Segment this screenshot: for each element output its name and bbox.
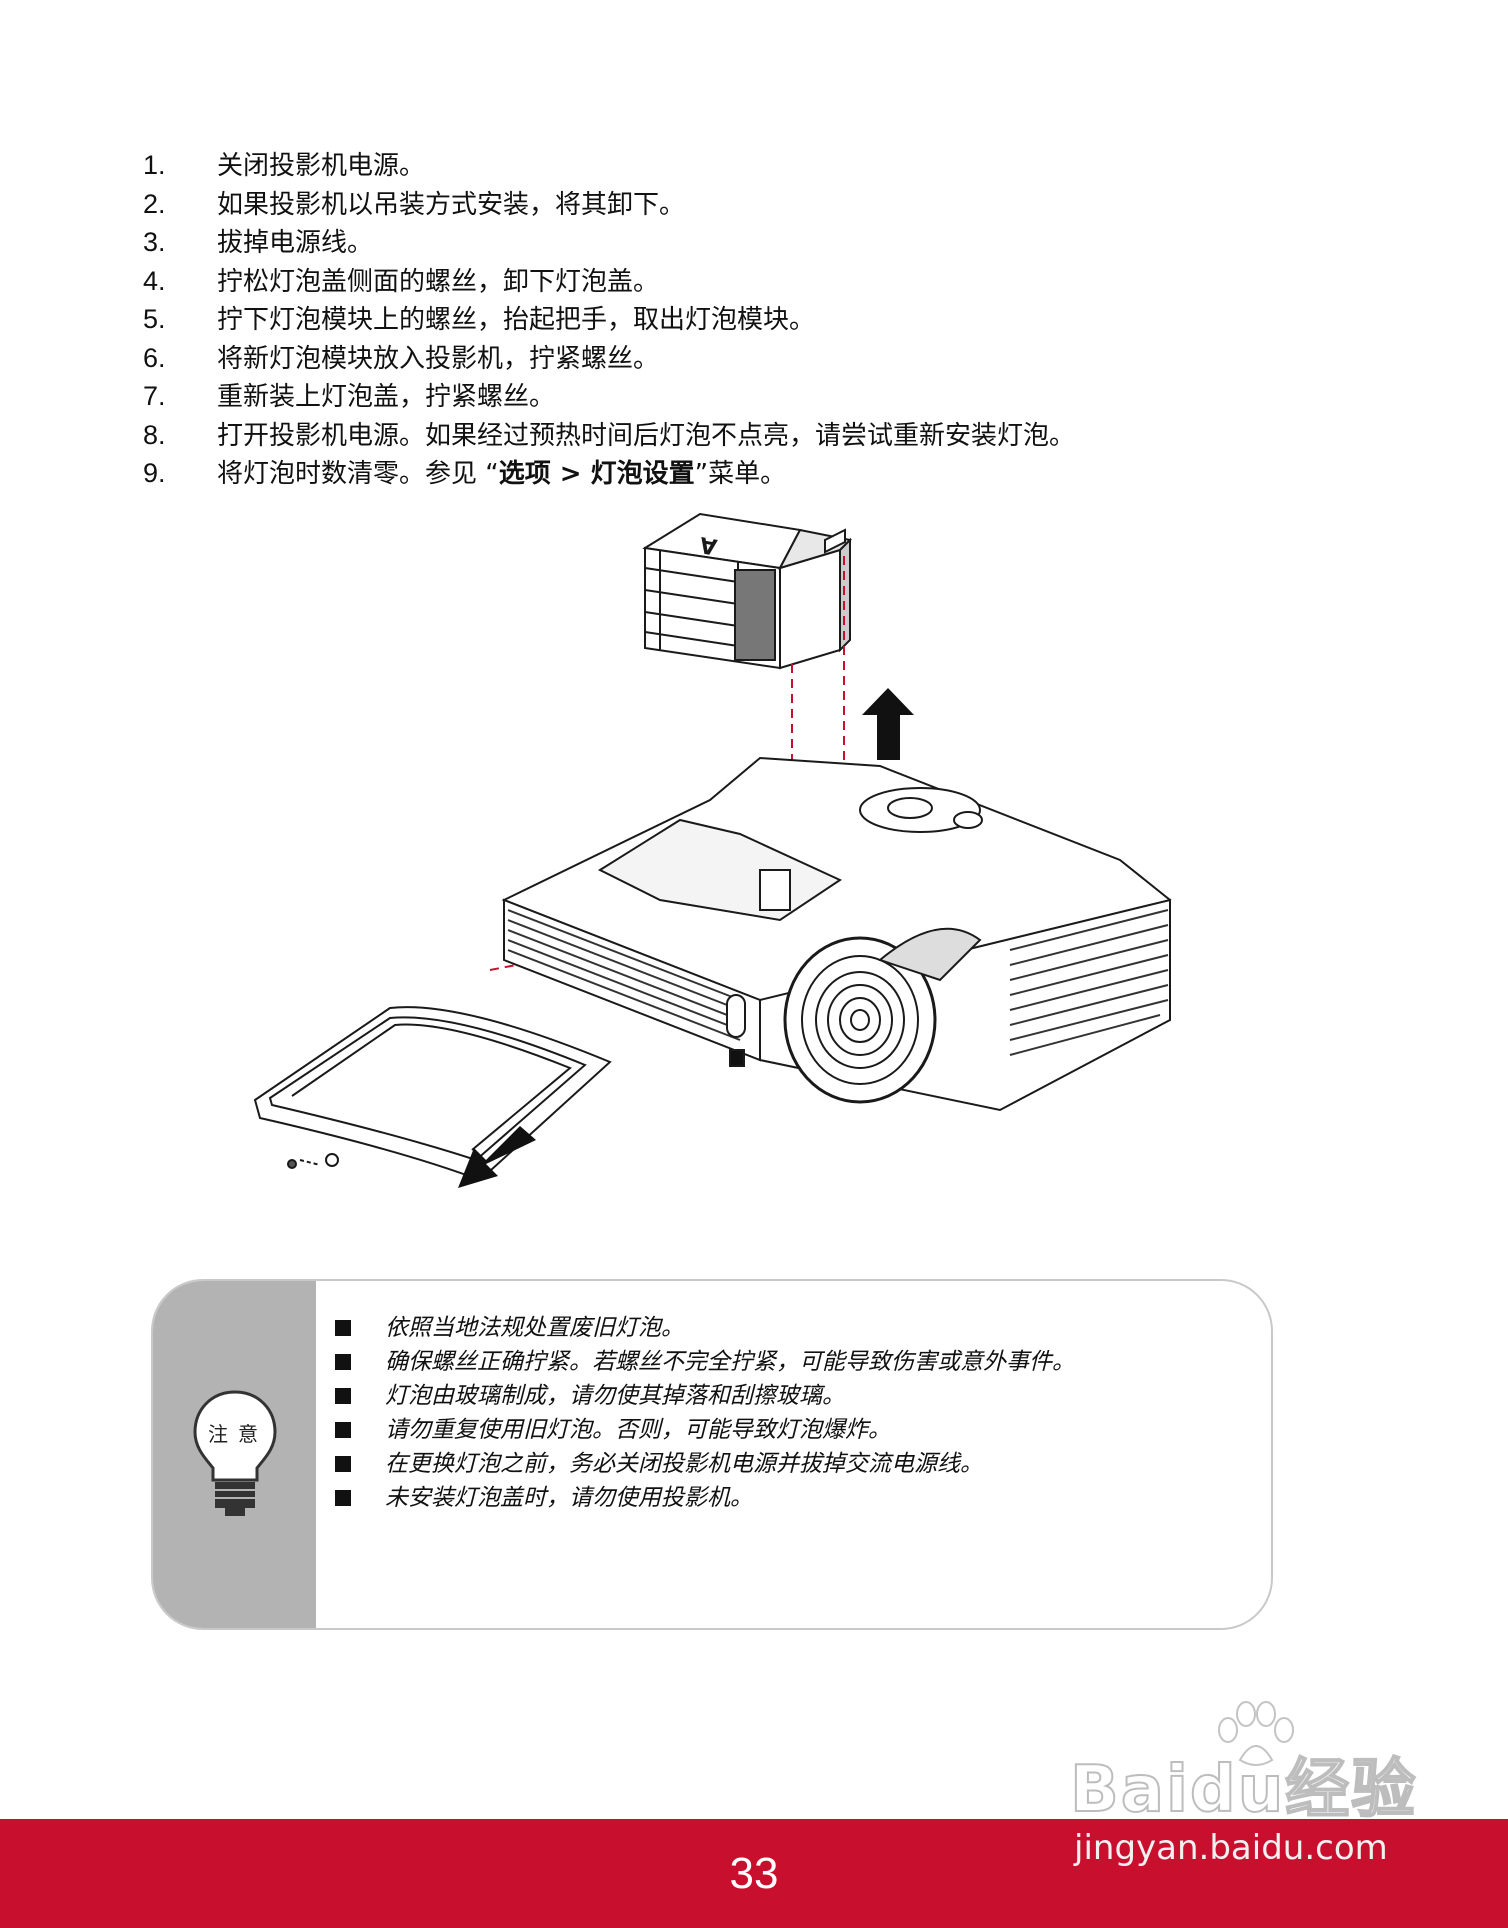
lift-arrow-icon [862,688,914,760]
step-number: 7. [143,381,166,411]
step-item: 2. 如果投影机以吊装方式安装，将其卸下。 [143,185,1343,224]
step-item: 7. 重新装上灯泡盖，拧紧螺丝。 [143,377,1343,416]
step-item: 4. 拧松灯泡盖侧面的螺丝，卸下灯泡盖。 [143,262,1343,301]
note-text: 灯泡由玻璃制成，请勿使其掉落和刮擦玻璃。 [385,1383,845,1409]
note-text: 请勿重复使用旧灯泡。否则，可能导致灯泡爆炸。 [385,1417,891,1443]
note-sidebar: 注意 [153,1281,316,1628]
note-text: 在更换灯泡之前，务必关闭投影机电源并拔掉交流电源线。 [385,1451,983,1477]
lamp-replacement-illustration: A [240,500,1200,1200]
step-number: 8. [143,419,166,450]
note-text: 确保螺丝正确拧紧。若螺丝不完全拧紧，可能导致伤害或意外事件。 [385,1349,1075,1375]
step-number: 5. [143,304,166,334]
bullet-square-icon [335,1422,351,1438]
bullet-square-icon [335,1354,351,1370]
lightbulb-icon [193,1390,277,1516]
step-text-after: ”菜单。 [694,459,787,489]
page-footer: 33 [0,1819,1508,1928]
lamp-module: A [642,512,853,670]
menu-path: 选项 > 灯泡设置 [498,459,695,489]
step-text: 将新灯泡模块放入投影机，拧紧螺丝。 [217,343,660,374]
step-text: 打开投影机电源。如果经过预热时间后灯泡不点亮，请尝试重新安装灯泡。 [217,420,1076,451]
step-text: 将灯泡时数清零。参见 “选项 > 灯泡设置”菜单。 [217,455,1343,494]
note-item: 确保螺丝正确拧紧。若螺丝不完全拧紧，可能导致伤害或意外事件。 [335,1345,1075,1379]
note-text: 未安装灯泡盖时，请勿使用投影机。 [385,1485,753,1511]
bullet-square-icon [335,1388,351,1404]
step-number: 4. [143,265,166,296]
step-item: 5. 拧下灯泡模块上的螺丝，抬起把手，取出灯泡模块。 [143,300,1343,339]
step-number: 1. [143,150,166,180]
step-item: 9. 将灯泡时数清零。参见 “选项 > 灯泡设置”菜单。 [143,454,1343,493]
note-label: 注意 [208,1422,268,1446]
lamp-cover [253,1006,612,1182]
step-text: 拧下灯泡模块上的螺丝，抬起把手，取出灯泡模块。 [217,305,816,335]
note-item: 未安装灯泡盖时，请勿使用投影机。 [335,1481,1075,1515]
step-number: 6. [143,342,166,373]
note-item: 在更换灯泡之前，务必关闭投影机电源并拔掉交流电源线。 [335,1447,1075,1481]
note-item: 灯泡由玻璃制成，请勿使其掉落和刮擦玻璃。 [335,1379,1075,1413]
step-item: 1. 关闭投影机电源。 [143,146,1343,185]
watermark-logo: Baidu经验 [1069,1752,1418,1828]
watermark-url: jingyan.baidu.com [1074,1828,1388,1868]
step-text: 拧松灯泡盖侧面的螺丝，卸下灯泡盖。 [217,266,660,297]
step-list: 1. 关闭投影机电源。 2. 如果投影机以吊装方式安装，将其卸下。 3. 拔掉电源线。… [143,146,1343,493]
step-item: 8. 打开投影机电源。如果经过预热时间后灯泡不点亮，请尝试重新安装灯泡。 [143,416,1343,455]
step-number: 9. [143,458,166,488]
note-text: 依照当地法规处置废旧灯泡。 [385,1315,684,1341]
step-text: 拔掉电源线。 [217,228,374,258]
remove-arrow-icon [458,1126,536,1188]
caution-note-box: 注意 依照当地法规处置废旧灯泡。 确保螺丝正确拧紧。若螺丝不完全拧紧，可能导致伤… [151,1279,1273,1630]
step-item: 3. 拔掉电源线。 [143,223,1343,262]
projector-body [501,756,1172,1112]
svg-text:A: A [698,531,719,559]
step-text: 重新装上灯泡盖，拧紧螺丝。 [217,382,556,412]
step-text: 关闭投影机电源。 [217,151,426,181]
step-number: 2. [143,188,166,219]
note-list: 依照当地法规处置废旧灯泡。 确保螺丝正确拧紧。若螺丝不完全拧紧，可能导致伤害或意… [335,1311,1075,1515]
note-item: 请勿重复使用旧灯泡。否则，可能导致灯泡爆炸。 [335,1413,1075,1447]
step-text-before: 将灯泡时数清零。参见 “ [217,459,499,489]
paw-icon [1218,1701,1294,1766]
bullet-square-icon [335,1320,351,1336]
bullet-square-icon [335,1456,351,1472]
step-item: 6. 将新灯泡模块放入投影机，拧紧螺丝。 [143,339,1343,378]
note-item: 依照当地法规处置废旧灯泡。 [335,1311,1075,1345]
bullet-square-icon [335,1490,351,1506]
page-number: 33 [729,1849,779,1898]
step-text: 如果投影机以吊装方式安装，将其卸下。 [217,189,686,220]
baidu-watermark: Baidu经验 jingyan.baidu.com [1060,1700,1500,1868]
step-number: 3. [143,227,166,257]
